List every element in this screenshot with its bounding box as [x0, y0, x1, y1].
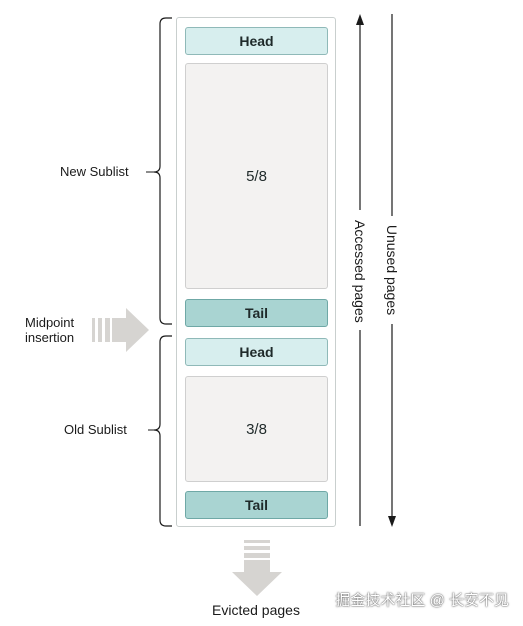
accessed-pages-label: Accessed pages	[352, 220, 368, 323]
unused-pages-label: Unused pages	[384, 224, 400, 316]
old-sublist-body: 3/8	[185, 376, 328, 482]
midpoint-insertion-label: Midpoint insertion	[25, 315, 74, 345]
new-sublist-label: New Sublist	[60, 164, 129, 179]
new-sublist-head: Head	[185, 27, 328, 55]
watermark-text: 掘金技术社区 @ 长安不见	[335, 592, 509, 609]
new-sublist-bracket	[153, 17, 172, 325]
midpoint-label-line1: Midpoint	[25, 315, 75, 330]
accessed-pages-arrow	[356, 14, 364, 526]
old-sublist-head: Head	[185, 338, 328, 366]
new-sublist-body: 5/8	[185, 63, 328, 289]
old-sublist-bracket	[153, 335, 172, 527]
midpoint-label-line2: insertion	[25, 330, 75, 345]
evicted-pages-label: Evicted pages	[212, 602, 300, 618]
unused-pages-arrow	[388, 14, 396, 527]
new-sublist-tail: Tail	[185, 299, 328, 327]
old-sublist-tail: Tail	[185, 491, 328, 519]
old-sublist-label: Old Sublist	[64, 422, 127, 437]
evicted-arrow-icon	[232, 540, 282, 596]
midpoint-arrow-icon	[92, 308, 149, 352]
